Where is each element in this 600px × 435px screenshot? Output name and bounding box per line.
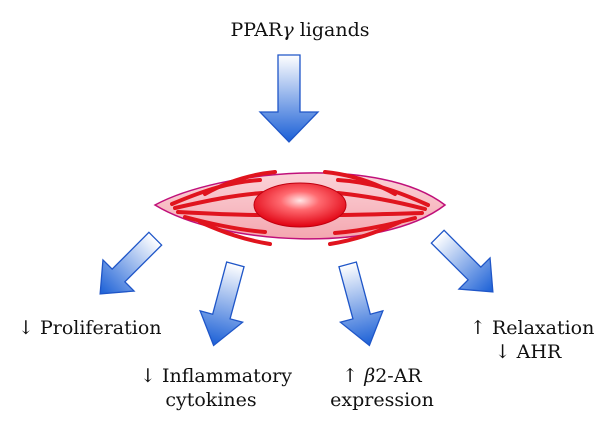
beta2-ar-expression-label: ↑ β2-AR expression [330,365,434,411]
arrow-down-icon [258,54,320,143]
inflammatory-cytokines-label: ↓ Inflammatory cytokines [140,365,292,411]
smooth-muscle-cell-icon [153,170,447,246]
arrow-beta-icon [338,261,384,347]
nucleus-icon [253,182,347,228]
myofibrils [170,170,430,246]
arrow-relaxation-icon [430,229,494,293]
relaxation-ahr-label: ↑ Relaxation ↓ AHR [470,317,595,363]
arrow-proliferation-icon [99,231,163,295]
ligand-label: PPARγ ligands [230,19,370,41]
proliferation-label: ↓ Proliferation [18,317,162,339]
arrow-inflammatory-icon [199,261,245,347]
